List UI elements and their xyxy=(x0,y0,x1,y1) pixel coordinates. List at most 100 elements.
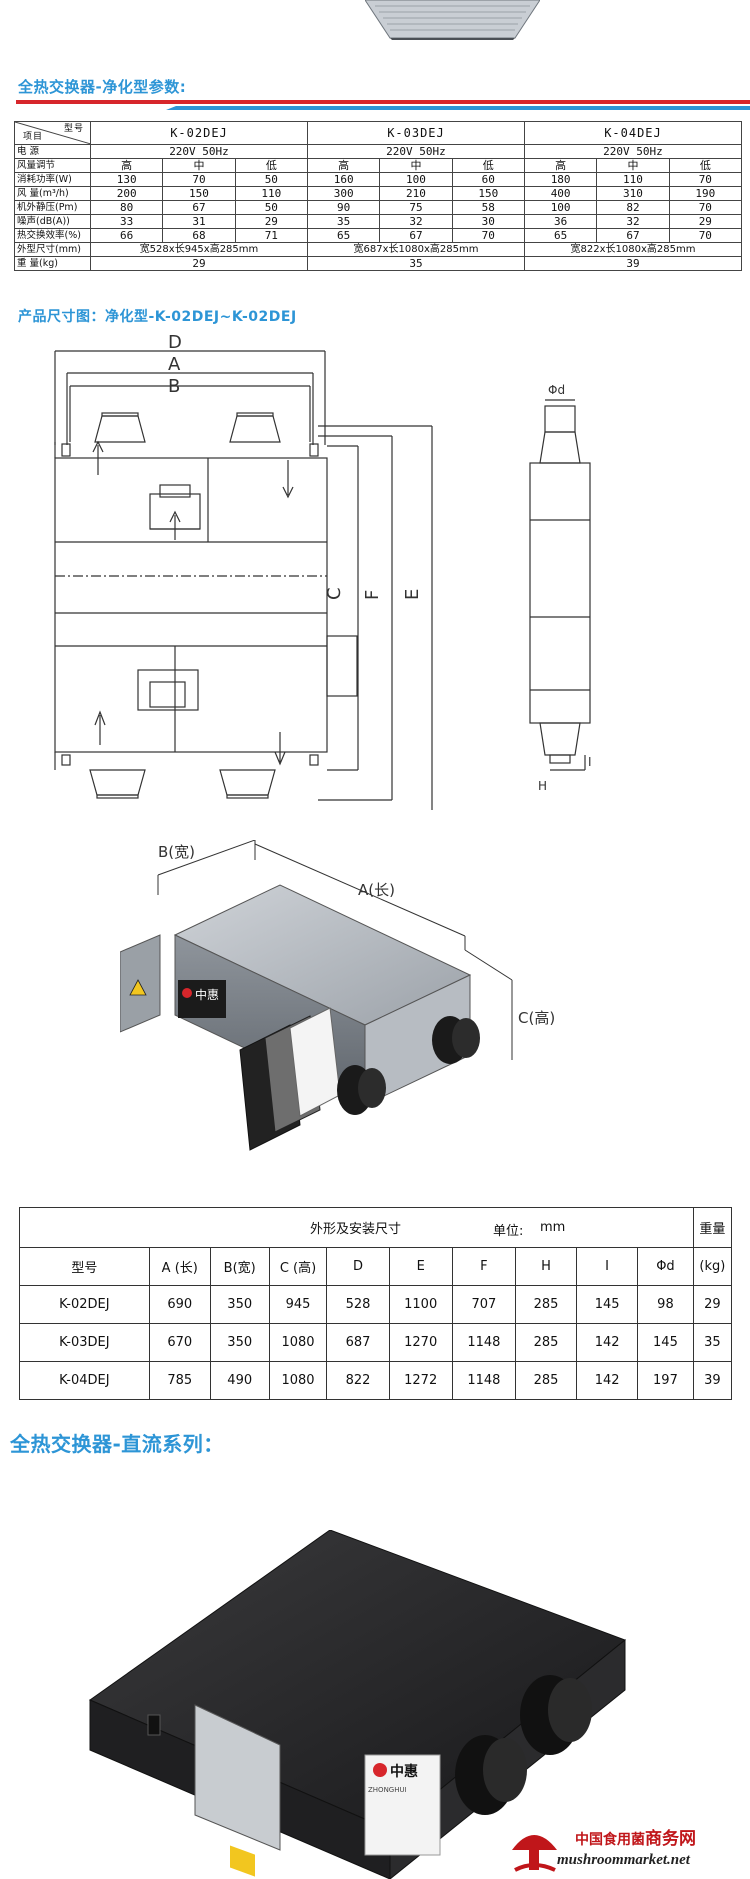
value-cell: 80 xyxy=(89,200,164,215)
label-i: I xyxy=(588,755,592,769)
col-header: E xyxy=(388,1247,453,1286)
dimension-diagram: D A B C F E Φd H I xyxy=(54,332,592,810)
value-cell: 71 xyxy=(234,228,308,243)
cell: 1148 xyxy=(451,1361,517,1400)
value-cell: 67 xyxy=(379,228,453,243)
label-width: B(宽) xyxy=(158,843,195,861)
col-header: I xyxy=(576,1247,639,1286)
label-length: A(长) xyxy=(358,881,395,899)
row-label: 消耗功率(W) xyxy=(14,172,91,187)
cell: 197 xyxy=(637,1361,694,1400)
cell: 490 xyxy=(209,1361,270,1400)
model-header: K-04DEJ xyxy=(523,121,743,145)
label-b: B xyxy=(168,376,180,397)
weight-cell: 29 xyxy=(90,256,308,271)
model-header: K-02DEJ xyxy=(90,121,308,145)
size-cell: 宽528x长945x高285mm xyxy=(90,242,308,257)
row-label: 热交换效率(%) xyxy=(14,228,91,243)
value-cell: 29 xyxy=(668,214,743,229)
cell: 670 xyxy=(148,1323,211,1362)
dimensions-table: 外形及安装尺寸 单位: mm 重量 型号 A (长) B(宽) C (高) D … xyxy=(19,1207,733,1400)
value-cell: 100 xyxy=(523,200,598,215)
speed-cell: 低 xyxy=(451,158,525,173)
cell: 707 xyxy=(451,1285,517,1324)
bottom-brand-text: 中惠 xyxy=(390,1763,418,1780)
speed-cell: 低 xyxy=(668,158,743,173)
table-corner: 型号 项目 xyxy=(14,121,91,145)
value-cell: 35 xyxy=(306,214,381,229)
value-cell: 150 xyxy=(451,186,525,201)
speed-cell: 高 xyxy=(523,158,598,173)
cell: 350 xyxy=(209,1323,270,1362)
cell: 687 xyxy=(326,1323,390,1362)
value-cell: 36 xyxy=(523,214,598,229)
row-label: 风量调节 xyxy=(14,158,91,173)
watermark-line1: 中国食用菌商务网 xyxy=(575,1829,696,1849)
value-cell: 67 xyxy=(596,228,670,243)
col-header: A (长) xyxy=(148,1247,211,1286)
value-cell: 210 xyxy=(379,186,453,201)
label-f: F xyxy=(362,590,383,600)
value-cell: 70 xyxy=(668,172,743,187)
table-row: K-02DEJ 690 350 945 528 1100 707 285 145… xyxy=(19,1285,733,1324)
speed-cell: 中 xyxy=(162,158,236,173)
value-cell: 200 xyxy=(89,186,164,201)
value-cell: 67 xyxy=(162,200,236,215)
dims-title-cell: 外形及安装尺寸 单位: mm xyxy=(19,1207,694,1248)
col-header: C (高) xyxy=(268,1247,328,1286)
col-header: H xyxy=(515,1247,578,1286)
cell: 1272 xyxy=(388,1361,453,1400)
cell: 528 xyxy=(326,1285,390,1324)
isometric-product-drawing: 中惠 B(宽) A(长) C(高) xyxy=(120,840,555,1151)
label-e: E xyxy=(402,589,423,600)
cell: 35 xyxy=(692,1323,733,1362)
section-divider xyxy=(16,100,750,110)
value-cell: 50 xyxy=(234,200,308,215)
col-header: D xyxy=(326,1247,390,1286)
row-label: 外型尺寸(mm) xyxy=(14,242,91,257)
cell: 285 xyxy=(515,1361,578,1400)
row-label: 风 量(m³/h) xyxy=(14,186,91,201)
section-title-dc-series: 全热交换器-直流系列： xyxy=(10,1432,224,1456)
value-cell: 90 xyxy=(306,200,381,215)
unit-label: 单位: xyxy=(493,1224,524,1239)
value-cell: 31 xyxy=(162,214,236,229)
row-label: 机外静压(Pm) xyxy=(14,200,91,215)
row-label: 噪声(dB(A)) xyxy=(14,214,91,229)
value-cell: 300 xyxy=(306,186,381,201)
speed-cell: 低 xyxy=(234,158,308,173)
value-cell: 70 xyxy=(668,200,743,215)
value-cell: 50 xyxy=(234,172,308,187)
size-cell: 宽822x长1080x高285mm xyxy=(523,242,743,257)
cell: 285 xyxy=(515,1285,578,1324)
value-cell: 70 xyxy=(668,228,743,243)
cell: 285 xyxy=(515,1323,578,1362)
cell: 1100 xyxy=(388,1285,453,1324)
value-cell: 82 xyxy=(596,200,670,215)
value-cell: 65 xyxy=(306,228,381,243)
cell: 145 xyxy=(637,1323,694,1362)
row-label: 重 量(kg) xyxy=(14,256,91,271)
section-title-specs: 全热交换器-净化型参数: xyxy=(18,78,187,96)
label-d: D xyxy=(168,332,182,353)
specs-table: 型号 项目 K-02DEJ K-03DEJ K-04DEJ 电 源 220V 5… xyxy=(14,121,743,271)
watermark-url: mushroommarket.net xyxy=(557,1852,690,1868)
col-header: B(宽) xyxy=(209,1247,270,1286)
power-cell: 220V 50Hz xyxy=(306,144,525,159)
value-cell: 110 xyxy=(234,186,308,201)
cell: 822 xyxy=(326,1361,390,1400)
cell: K-04DEJ xyxy=(19,1361,150,1400)
value-cell: 150 xyxy=(162,186,236,201)
mushroom-logo-icon xyxy=(512,1835,557,1872)
cell: 142 xyxy=(576,1323,639,1362)
cell: 29 xyxy=(692,1285,733,1324)
col-header: 型号 xyxy=(19,1247,150,1286)
table-row: 噪声(dB(A)) 33 31 29 35 32 30 36 32 29 xyxy=(14,214,743,229)
cell: 98 xyxy=(637,1285,694,1324)
cell: 1080 xyxy=(268,1323,328,1362)
cell: K-03DEJ xyxy=(19,1323,150,1362)
unit-value: mm xyxy=(540,1220,566,1235)
speed-cell: 高 xyxy=(306,158,381,173)
power-cell: 220V 50Hz xyxy=(523,144,743,159)
weight-cell: 39 xyxy=(523,256,743,271)
